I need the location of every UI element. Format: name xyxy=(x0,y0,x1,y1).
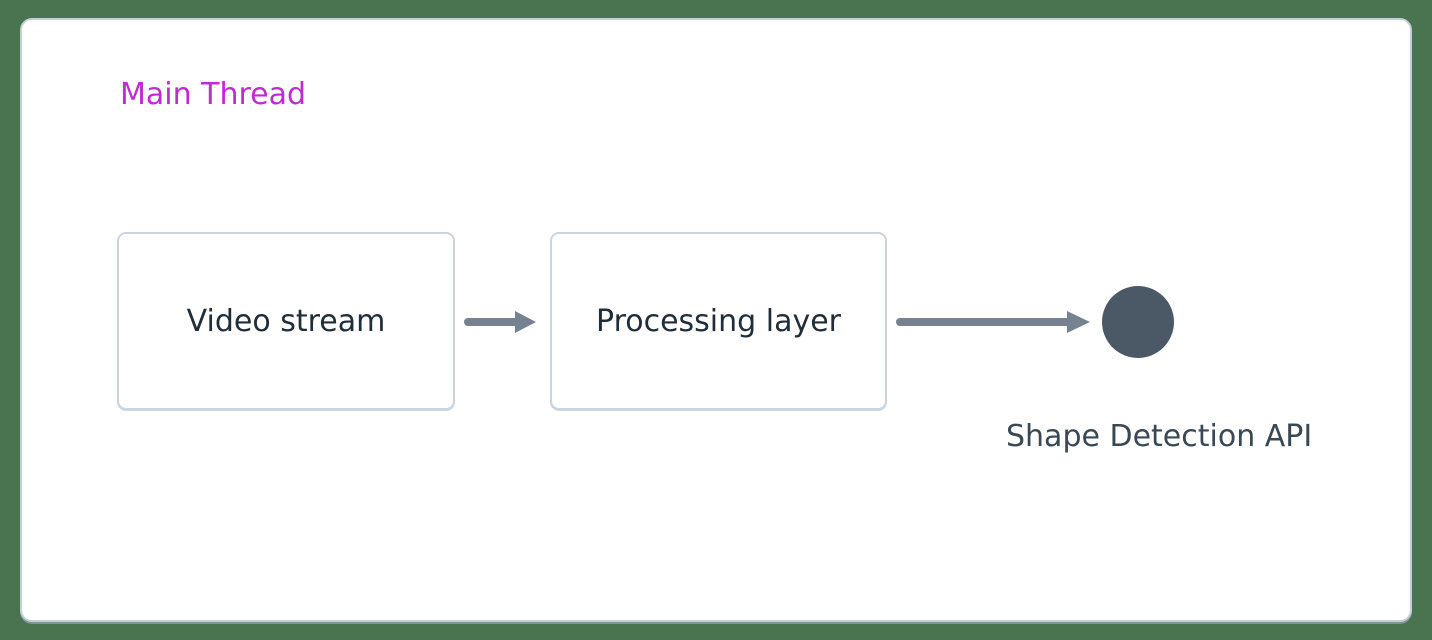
shape-detection-api-label: Shape Detection API xyxy=(1006,419,1313,454)
node-video-stream: Video stream xyxy=(117,232,455,410)
shape-detection-api-circle xyxy=(1102,286,1174,358)
arrow-right-icon xyxy=(896,311,1090,333)
node-processing-layer: Processing layer xyxy=(550,232,887,410)
node-processing-layer-label: Processing layer xyxy=(596,303,841,339)
arrow-right-icon xyxy=(464,311,536,333)
main-thread-panel: Main Thread Video stream Processing laye… xyxy=(20,18,1412,622)
node-video-stream-label: Video stream xyxy=(186,303,386,339)
thread-title: Main Thread xyxy=(120,77,307,112)
